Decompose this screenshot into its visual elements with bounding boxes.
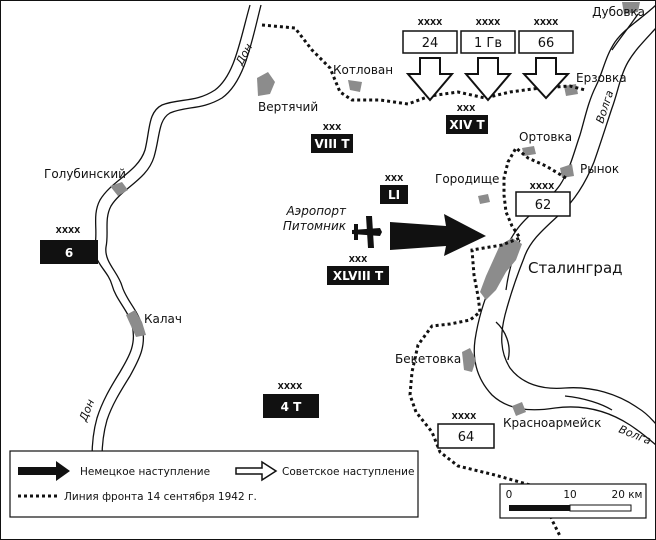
label-rynok: Рынок [580, 162, 619, 176]
label-beketovka: Бекетовка [395, 352, 461, 366]
svg-text:XIV Т: XIV Т [449, 118, 485, 132]
german-army-6: XXXX 6 [40, 226, 98, 264]
soviet-army-1gv: XXXX 1 Гв [460, 18, 516, 54]
ortovka-settlement [522, 146, 536, 156]
german-corps-viii-t: XXX VIII Т [311, 123, 353, 153]
gorodishche-settlement [478, 194, 490, 204]
erzovka-settlement [564, 84, 578, 96]
scale-label-20: 20 км [612, 489, 643, 501]
svg-text:1 Гв: 1 Гв [474, 36, 502, 51]
settlements [110, 2, 640, 416]
svg-text:XXXX: XXXX [56, 226, 82, 235]
legend-german-attack: Немецкое наступление [80, 466, 210, 478]
krasnoarmeysk-settlement [512, 402, 526, 416]
scale-segment-empty [569, 504, 632, 512]
label-kotlovan: Котлован [333, 63, 393, 77]
golubinsky-settlement [110, 182, 128, 196]
scale-label-0: 0 [506, 489, 513, 501]
svg-text:6: 6 [65, 246, 73, 260]
scale-label-10: 10 [563, 489, 576, 501]
legend-box [9, 450, 419, 518]
legend-german-arrow-icon [18, 461, 70, 481]
svg-text:LI: LI [388, 188, 400, 202]
airplane-icon [352, 216, 382, 248]
soviet-army-64: XXXX 64 [437, 412, 495, 449]
front-line [261, 23, 586, 537]
label-stalingrad: Сталинград [528, 259, 623, 277]
svg-text:VIII Т: VIII Т [314, 137, 350, 151]
label-golubinsky: Голубинский [44, 167, 126, 181]
legend-front-line: Линия фронта 14 сентября 1942 г. [64, 491, 257, 503]
scale-box [499, 483, 647, 519]
german-army-4t: XXXX 4 Т [263, 382, 319, 418]
stalingrad-city [480, 238, 522, 300]
soviet-army-66: XXXX 66 [518, 18, 574, 54]
label-airport-line2: Питомник [283, 219, 347, 233]
svg-text:XXX: XXX [323, 123, 342, 132]
german-attack-arrow [390, 214, 486, 256]
svg-text:XXXX: XXXX [476, 18, 502, 27]
kalach-settlement [126, 310, 146, 337]
german-corps-li: XXX LI [380, 174, 408, 204]
svg-text:XXX: XXX [385, 174, 404, 183]
svg-text:XXX: XXX [457, 104, 476, 113]
label-gorodishche: Городище [435, 172, 499, 186]
svg-text:XXXX: XXXX [534, 18, 560, 27]
svg-text:XLVIII Т: XLVIII Т [333, 269, 384, 283]
german-corps-xiv-t: XXX XIV Т [446, 104, 488, 134]
svg-text:XXXX: XXXX [418, 18, 444, 27]
svg-text:4 Т: 4 Т [281, 400, 303, 414]
svg-text:XXXX: XXXX [452, 412, 478, 421]
svg-text:24: 24 [422, 36, 439, 51]
scale-bar: 0 10 20 км [499, 483, 647, 519]
soviet-arrow-1gv [463, 57, 513, 102]
label-airport-line1: Аэропорт [285, 204, 347, 218]
svg-text:66: 66 [538, 36, 555, 51]
label-krasnoarmeysk: Красноармейск [503, 416, 601, 430]
svg-text:XXX: XXX [349, 255, 368, 264]
label-kalach: Калач [144, 312, 182, 326]
legend-soviet-arrow-icon [235, 460, 278, 482]
soviet-arrow-66 [521, 57, 571, 100]
soviet-attack-arrows [405, 57, 571, 102]
kotlovan-settlement [348, 80, 362, 92]
svg-text:62: 62 [535, 198, 552, 213]
soviet-army-62: XXXX 62 [515, 182, 571, 217]
beketovka-settlement [462, 348, 476, 372]
legend: Немецкое наступление Советское наступлен… [9, 450, 419, 518]
rynok-settlement [560, 164, 574, 178]
german-corps-xlviii-t: XXX XLVIII Т [327, 255, 389, 285]
svg-text:XXXX: XXXX [278, 382, 304, 391]
soviet-army-24: XXXX 24 [402, 18, 458, 54]
dubovka-settlement [622, 2, 640, 14]
vertyachy-settlement [257, 72, 275, 96]
svg-text:64: 64 [458, 430, 475, 445]
label-ortovka: Ортовка [519, 130, 572, 144]
svg-text:XXXX: XXXX [530, 182, 556, 191]
scale-segment-filled [509, 505, 570, 511]
soviet-arrow-24 [405, 57, 455, 102]
label-dubovka: Дубовка [592, 5, 645, 19]
legend-soviet-attack: Советское наступление [282, 466, 414, 478]
label-vertyachy: Вертячий [258, 100, 318, 114]
label-erzovka: Ерзовка [576, 71, 627, 85]
